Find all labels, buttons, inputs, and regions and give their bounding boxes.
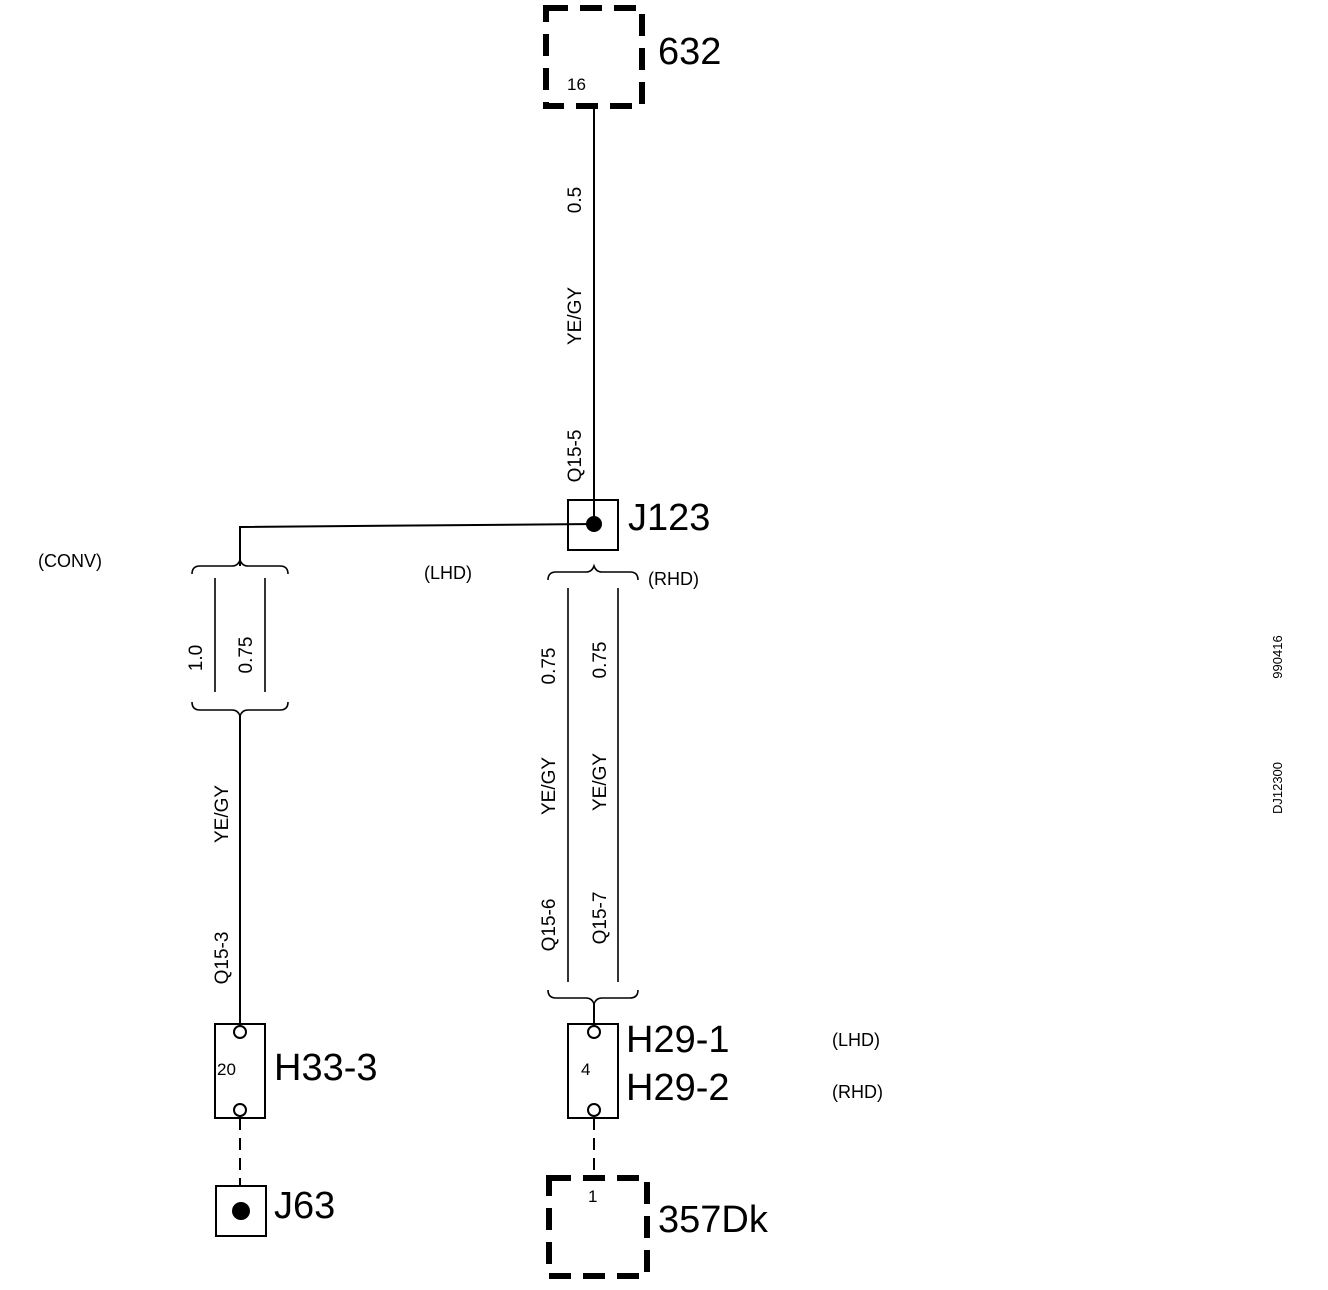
wire-rhd-size: 0.75 — [590, 642, 611, 679]
variant-rhd: (RHD) — [648, 569, 699, 589]
ground-j63: J63 — [215, 1185, 335, 1237]
component-632: 16 632 — [543, 5, 721, 109]
connector-h33-3: 20 H33-3 — [214, 1023, 378, 1119]
wire-left-size-b: 0.75 — [236, 637, 257, 674]
margin-ref: DJ12300 — [1270, 762, 1285, 814]
ground-j63-label: J63 — [274, 1185, 335, 1227]
component-357dk: 1 357Dk — [546, 1175, 769, 1279]
connector-h29-2-label: H29-2 — [626, 1067, 730, 1109]
brace-left-bottom — [191, 701, 289, 719]
connector-h29-pin-bottom — [587, 1103, 601, 1117]
variant-lhd: (LHD) — [424, 563, 472, 583]
brace-left-top — [191, 557, 289, 575]
splice-j123: J123 — [567, 497, 710, 551]
connector-h33-3-label: H33-3 — [274, 1047, 378, 1089]
wire-rhd-circuit: Q15-7 — [590, 892, 611, 945]
connector-h29: 4 H29-1 H29-2 — [567, 1019, 730, 1119]
variant-conv: (CONV) — [38, 551, 102, 571]
component-357dk-pin: 1 — [588, 1187, 597, 1206]
wire-branch-left — [239, 523, 595, 566]
component-357dk-label: 357Dk — [658, 1199, 769, 1241]
splice-j123-label: J123 — [628, 497, 710, 539]
connector-h33-3-pin-bottom — [233, 1103, 247, 1117]
wire-left-circuit: Q15-3 — [212, 932, 233, 985]
margin-date: 990416 — [1270, 635, 1285, 678]
connector-h29-1-label: H29-1 — [626, 1019, 730, 1061]
component-357dk-box — [546, 1175, 650, 1279]
wire-top-circuit: Q15-5 — [565, 430, 586, 483]
wire-left-size-a: 1.0 — [186, 645, 207, 671]
variant-h29-rhd: (RHD) — [832, 1082, 883, 1102]
connector-h33-3-pin-top — [233, 1025, 247, 1039]
wire-lhd-size: 0.75 — [539, 648, 560, 685]
wire-rhd-color: YE/GY — [590, 753, 611, 811]
connector-h33-3-pin: 20 — [217, 1060, 236, 1079]
wire-left-color: YE/GY — [212, 785, 233, 843]
component-632-pin: 16 — [567, 75, 586, 94]
connector-h29-pin: 4 — [581, 1060, 590, 1079]
wire-top-size: 0.5 — [565, 187, 586, 213]
brace-right-bottom — [547, 989, 639, 1007]
brace-right-top — [547, 563, 639, 581]
component-632-box — [543, 5, 645, 109]
ground-j63-box — [215, 1185, 267, 1237]
wire-top-color: YE/GY — [565, 287, 586, 345]
wire-lhd-color: YE/GY — [539, 757, 560, 815]
ground-j63-dot — [232, 1202, 250, 1220]
variant-h29-lhd: (LHD) — [832, 1030, 880, 1050]
connector-h29-pin-top — [587, 1025, 601, 1039]
wire-lhd-circuit: Q15-6 — [539, 899, 560, 952]
component-632-label: 632 — [658, 31, 721, 73]
